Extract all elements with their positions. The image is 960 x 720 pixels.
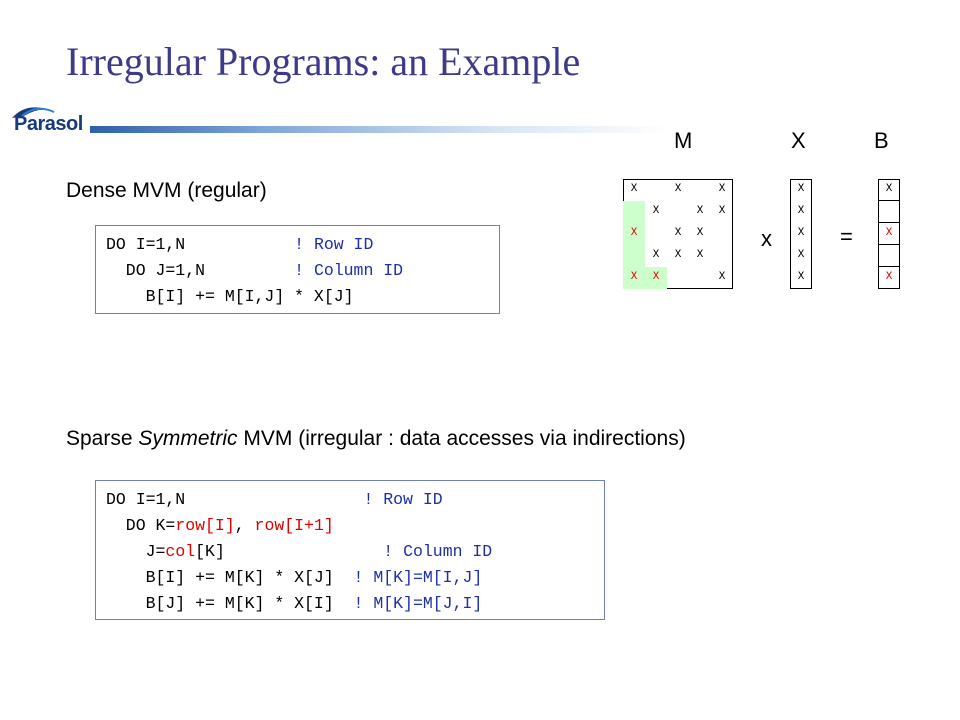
vector-x-cell: X <box>797 227 805 239</box>
sparse-code-line: DO I=1,N ! Row ID <box>106 487 596 513</box>
code-indirection: row[I] <box>175 516 235 535</box>
matrix-m-cell: X <box>674 227 682 239</box>
dense-code-line: B[I] += M[I,J] * X[J] <box>106 284 491 310</box>
matrix-m-cell: X <box>696 249 704 261</box>
sparse-heading-post: MVM (irregular : data accesses via indir… <box>237 427 686 450</box>
code-text: B[J] += M[K] * X[I] <box>106 594 354 613</box>
matrix-m-cell <box>689 179 711 201</box>
dense-code-line: DO J=1,N ! Column ID <box>106 258 491 284</box>
sparse-heading-italic: Symmetric <box>138 427 238 450</box>
matrix-m-cell: X <box>696 227 704 239</box>
sparse-heading-pre: Sparse <box>66 427 139 450</box>
matrix-m-cell: X <box>696 205 704 217</box>
matrix-m-cell <box>645 223 667 245</box>
title-divider <box>90 126 670 133</box>
matrix-m-cell <box>667 267 689 289</box>
code-text: DO K= <box>106 516 176 535</box>
matrix-m-cell: X <box>652 205 660 217</box>
sparse-code-line: B[I] += M[K] * X[J] ! M[K]=M[I,J] <box>106 565 596 591</box>
code-text: [K] <box>195 542 384 561</box>
vector-x-border <box>790 179 812 289</box>
matrix-m-cell <box>667 201 689 223</box>
matrix-m-cell: X <box>718 205 726 217</box>
matrix-m-cell <box>689 267 711 289</box>
sparse-code-line: J=col[K] ! Column ID <box>106 539 596 565</box>
matrix-m-cell: X <box>674 249 682 261</box>
code-text: B[I] += M[K] * X[J] <box>106 568 354 587</box>
code-comment: ! Row ID <box>294 235 374 254</box>
code-text: , <box>234 516 255 535</box>
parasol-logo-icon <box>12 107 55 118</box>
vector-b-cell <box>878 245 900 267</box>
code-comment: ! Column ID <box>294 261 404 280</box>
vector-b-cell: X <box>885 271 893 283</box>
equals-operator: = <box>840 224 853 249</box>
vector-b-cell: X <box>878 223 900 245</box>
vector-b-border <box>878 179 900 289</box>
code-comment: ! Row ID <box>363 490 443 509</box>
code-text: DO I=1,N <box>106 235 295 254</box>
code-text: DO I=1,N <box>106 490 364 509</box>
label-x: X <box>791 128 806 153</box>
times-operator: x <box>761 226 772 251</box>
matrix-m-cell <box>645 179 667 201</box>
dense-code-line: DO I=1,N ! Row ID <box>106 232 491 258</box>
code-text: J= <box>106 542 166 561</box>
matrix-m-cell <box>623 245 645 267</box>
sparse-code-line: DO K=row[I], row[I+1] <box>106 513 596 539</box>
dense-heading: Dense MVM (regular) <box>66 179 267 202</box>
code-indirection: col <box>165 542 196 561</box>
matrix-m-cell: X <box>623 223 645 245</box>
sparse-code-line: B[J] += M[K] * X[I] ! M[K]=M[J,I] <box>106 591 596 617</box>
vector-x-cell: X <box>797 249 805 261</box>
matrix-m-cell <box>711 245 733 267</box>
dense-code-block: DO I=1,N ! Row ID DO J=1,N ! Column ID B… <box>95 225 500 314</box>
sparse-code-block: DO I=1,N ! Row ID DO K=row[I], row[I+1] … <box>95 480 605 620</box>
logo-text: Parasol <box>14 113 83 135</box>
slide-title: Irregular Programs: an Example <box>66 39 581 84</box>
vector-x-cell: X <box>797 205 805 217</box>
vector-x-cell: X <box>797 183 805 195</box>
code-indirection: row[I+1] <box>254 516 334 535</box>
matrix-m-cell <box>623 201 645 223</box>
label-m: M <box>674 128 693 153</box>
matrix-m-cell <box>711 223 733 245</box>
code-comment: ! M[K]=M[J,I] <box>353 594 483 613</box>
matrix-m-cell: X <box>674 183 682 195</box>
sparse-heading: Sparse Symmetric MVM (irregular : data a… <box>66 427 686 451</box>
vector-b-cell <box>878 201 900 223</box>
matrix-m-cell: X <box>652 249 660 261</box>
matrix-m-cell: X <box>718 271 726 283</box>
code-comment: ! Column ID <box>383 542 493 561</box>
matrix-m-cell: X <box>630 183 638 195</box>
vector-x-cell: X <box>797 271 805 283</box>
code-comment: ! M[K]=M[I,J] <box>353 568 483 587</box>
code-text: DO J=1,N <box>106 261 295 280</box>
matrix-m-cell: X <box>623 267 645 289</box>
vector-b-cell: X <box>878 179 900 201</box>
label-b: B <box>874 128 889 153</box>
matrix-m-cell: X <box>718 183 726 195</box>
code-text: B[I] += M[I,J] * X[J] <box>106 287 354 306</box>
matrix-m-cell: X <box>645 267 667 289</box>
